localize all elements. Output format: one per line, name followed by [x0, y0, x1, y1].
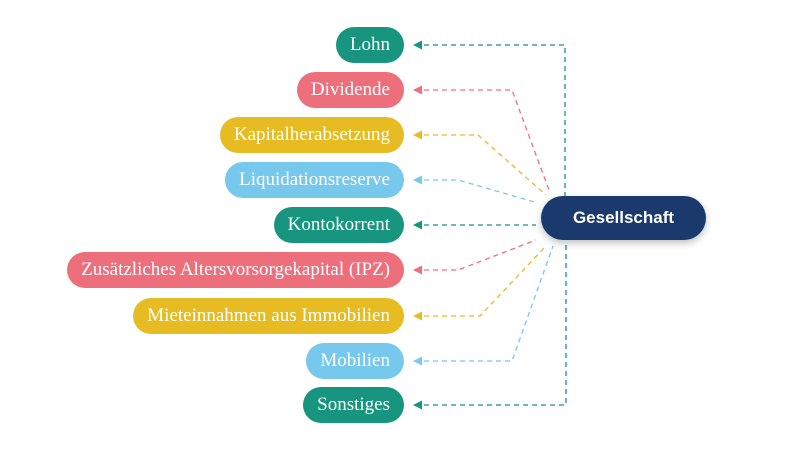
- arrowhead-kontokorrent: [413, 220, 422, 230]
- item-lohn: Lohn: [335, 27, 404, 63]
- connector-dividende: [413, 85, 550, 191]
- item-mieteinnahmen: Mieteinnahmen aus Immobilien: [133, 298, 404, 334]
- item-dividende: Dividende: [296, 72, 404, 108]
- item-mobilien: Mobilien: [306, 343, 404, 379]
- arrowhead-mieteinnahmen: [413, 311, 422, 321]
- arrowhead-kapitalherabsetzung: [413, 130, 422, 140]
- arrowhead-lohn: [413, 40, 422, 50]
- connector-lohn: [413, 40, 566, 196]
- item-liquidationsreserve: Liquidationsreserve: [225, 162, 404, 198]
- item-kapitalherabsetzung: Kapitalherabsetzung: [219, 117, 404, 153]
- arrowhead-ipz: [413, 265, 422, 275]
- arrowhead-mobilien: [413, 356, 422, 366]
- item-kontokorrent: Kontokorrent: [273, 207, 404, 243]
- item-ipz: Zusätzliches Altersvorsorgekapital (IPZ): [67, 252, 404, 288]
- item-sonstiges: Sonstiges: [303, 387, 404, 423]
- connector-kapitalherabsetzung: [413, 130, 547, 196]
- connector-liquidationsreserve: [413, 175, 539, 204]
- arrowhead-dividende: [413, 85, 422, 95]
- connector-sonstiges: [413, 243, 567, 410]
- connector-mobilien: [413, 245, 554, 366]
- center-node-gesellschaft: Gesellschaft: [541, 196, 706, 240]
- connector-ipz: [413, 239, 537, 275]
- arrowhead-liquidationsreserve: [413, 175, 422, 185]
- arrowhead-sonstiges: [413, 400, 422, 410]
- connector-mieteinnahmen: [413, 245, 547, 321]
- connector-kontokorrent: [413, 220, 536, 230]
